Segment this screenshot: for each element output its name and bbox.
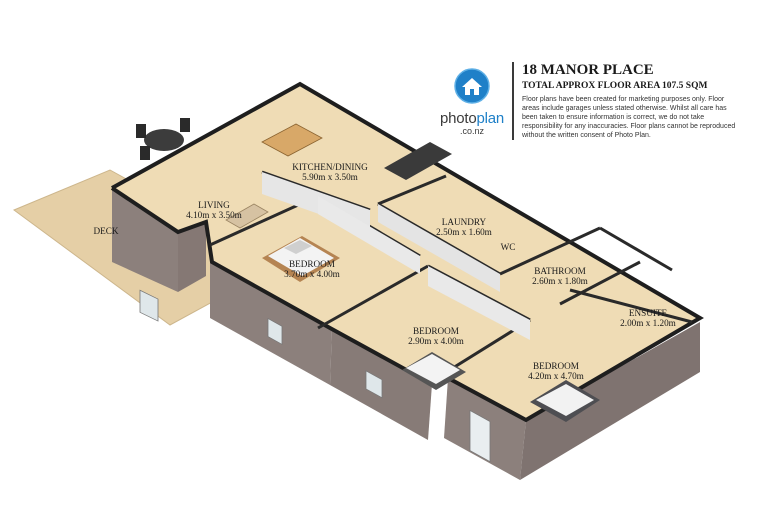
living-sofa (225, 203, 269, 229)
property-title: 18 MANOR PLACE (522, 62, 654, 78)
bedroom2-wall-face (428, 266, 530, 340)
ensuite-label: ENSUITE (629, 308, 668, 318)
kitchen-bench (384, 142, 452, 180)
window-living (139, 289, 159, 322)
brick-wall-living (178, 222, 206, 292)
window-bedroom2 (365, 370, 383, 399)
laundry-wall-face (378, 204, 500, 292)
bedroom1-label: BEDROOM (289, 259, 335, 269)
door-bedroom3 (469, 409, 491, 463)
property-info: 18 MANOR PLACE TOTAL APPROX FLOOR AREA 1… (512, 62, 736, 140)
bedroom2-size: 2.90m x 4.00m (408, 336, 464, 346)
living-label: LIVING (198, 200, 230, 210)
kitchen-size: 5.90m x 3.50m (302, 172, 358, 182)
kitchen-label: KITCHEN/DINING (292, 162, 368, 172)
wc-label: WC (501, 242, 516, 252)
brand-domain: .co.nz (459, 126, 484, 136)
bedroom3-size: 4.20m x 4.70m (528, 371, 584, 381)
brick-wall-south (520, 322, 700, 480)
bathroom-size: 2.60m x 1.80m (532, 276, 588, 286)
bathroom-label: BATHROOM (534, 266, 586, 276)
house-icon (454, 68, 490, 104)
outdoor-dining-set (136, 118, 190, 160)
bed-bedroom3 (530, 380, 600, 422)
bedroom3-label: BEDROOM (533, 361, 579, 371)
bedroom1-size: 3.70m x 4.00m (284, 269, 340, 279)
brand-name: photoplan (439, 110, 505, 127)
brick-wall-west (112, 188, 178, 292)
dining-table (261, 123, 323, 157)
deck-label: DECK (93, 226, 118, 236)
bed-bedroom1 (262, 236, 340, 282)
brand-logo: photoplan .co.nz (432, 68, 512, 136)
window-bedroom1 (267, 317, 283, 345)
laundry-size: 2.50m x 1.60m (436, 227, 492, 237)
bedroom1-wall-face (318, 196, 420, 274)
floor-area: TOTAL APPROX FLOOR AREA 107.5 SQM (522, 81, 708, 91)
bed-bedroom2 (402, 352, 466, 390)
ensuite-size: 2.00m x 1.20m (620, 318, 676, 328)
laundry-label: LAUNDRY (442, 217, 487, 227)
living-size: 4.10m x 3.50m (186, 210, 242, 220)
bedroom2-label: BEDROOM (413, 326, 459, 336)
disclaimer: Floor plans have been created for market… (522, 96, 736, 139)
